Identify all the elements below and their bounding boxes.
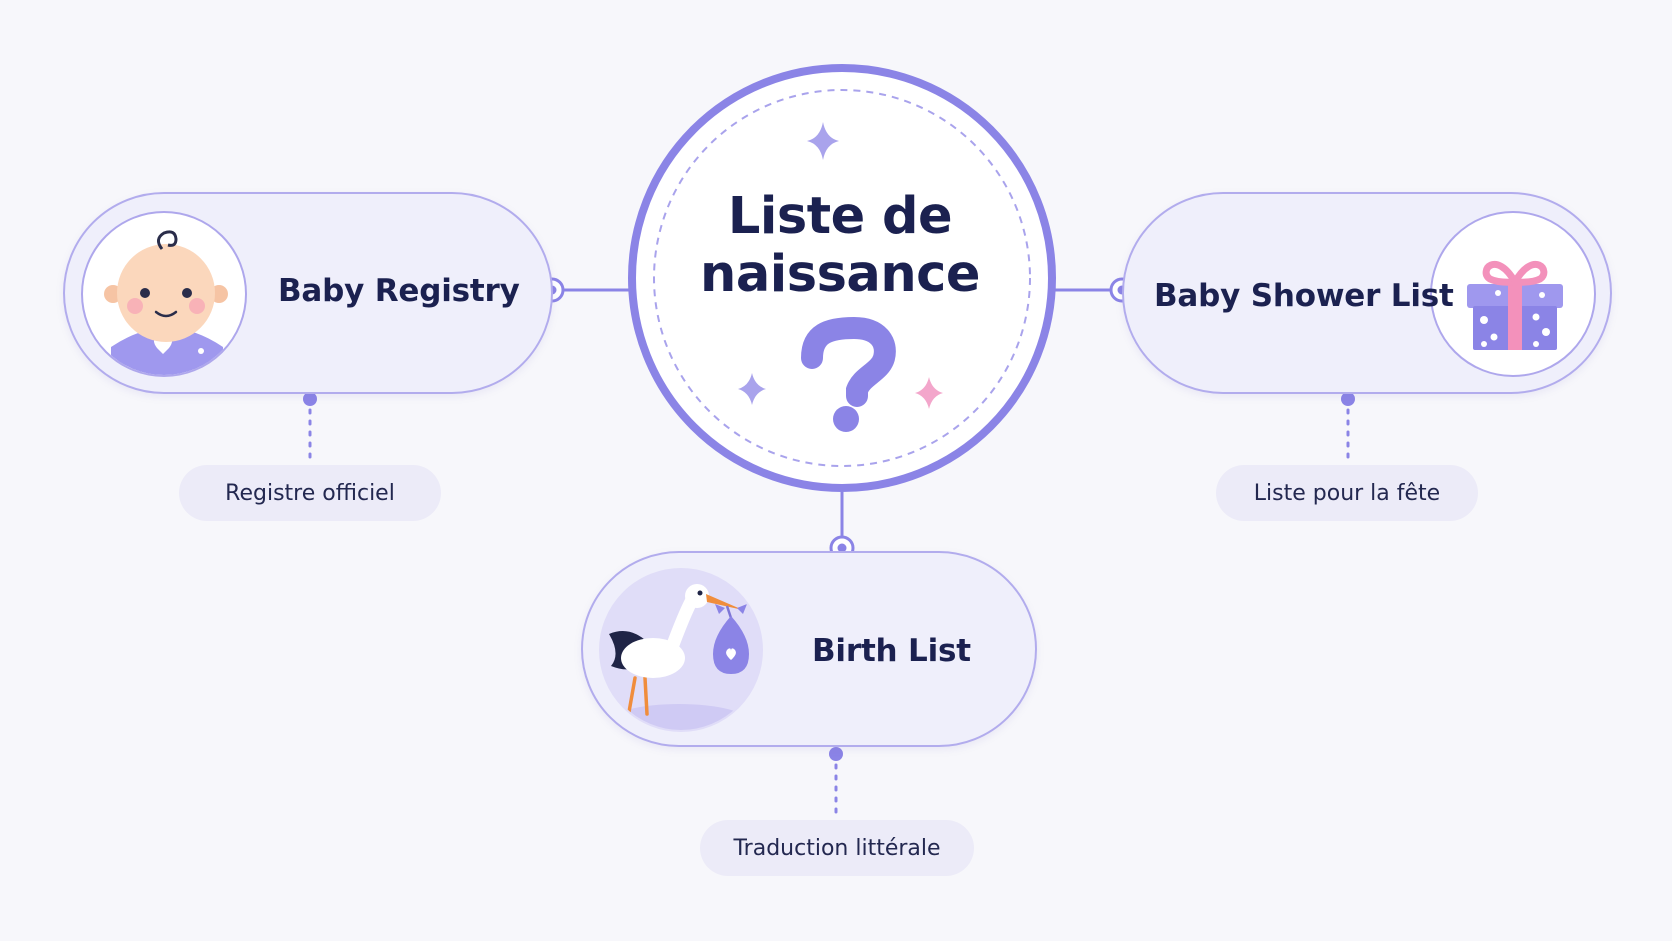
node-title-baby-shower-list: Baby Shower List — [1154, 278, 1454, 314]
dotted-link-left — [303, 392, 317, 464]
baby-icon — [104, 230, 228, 375]
center-circle-ring — [628, 64, 1056, 492]
dotted-link-bottom — [829, 747, 843, 819]
sparkle-icon — [915, 377, 943, 409]
baby-avatar — [81, 211, 247, 377]
center-circle-dashed — [653, 89, 1031, 467]
gift-avatar — [1430, 211, 1596, 377]
center-title: Liste de naissance — [690, 188, 990, 304]
sparkle-icon — [738, 373, 766, 405]
gift-box-icon — [1467, 261, 1563, 350]
stork-icon — [609, 584, 749, 730]
note-registre-officiel: Registre officiel — [179, 465, 441, 521]
center-title-line-1: Liste de — [727, 187, 953, 246]
node-title-baby-registry: Baby Registry — [278, 273, 520, 309]
stork-avatar — [599, 568, 763, 732]
note-liste-pour-la-fete: Liste pour la fête — [1216, 465, 1478, 521]
dotted-link-right — [1341, 392, 1355, 464]
center-title-line-2: naissance — [700, 245, 980, 304]
question-mark-icon — [801, 316, 896, 432]
note-traduction-litterale: Traduction littérale — [700, 820, 974, 876]
node-title-birth-list: Birth List — [812, 633, 971, 669]
sparkle-icon — [807, 122, 839, 160]
